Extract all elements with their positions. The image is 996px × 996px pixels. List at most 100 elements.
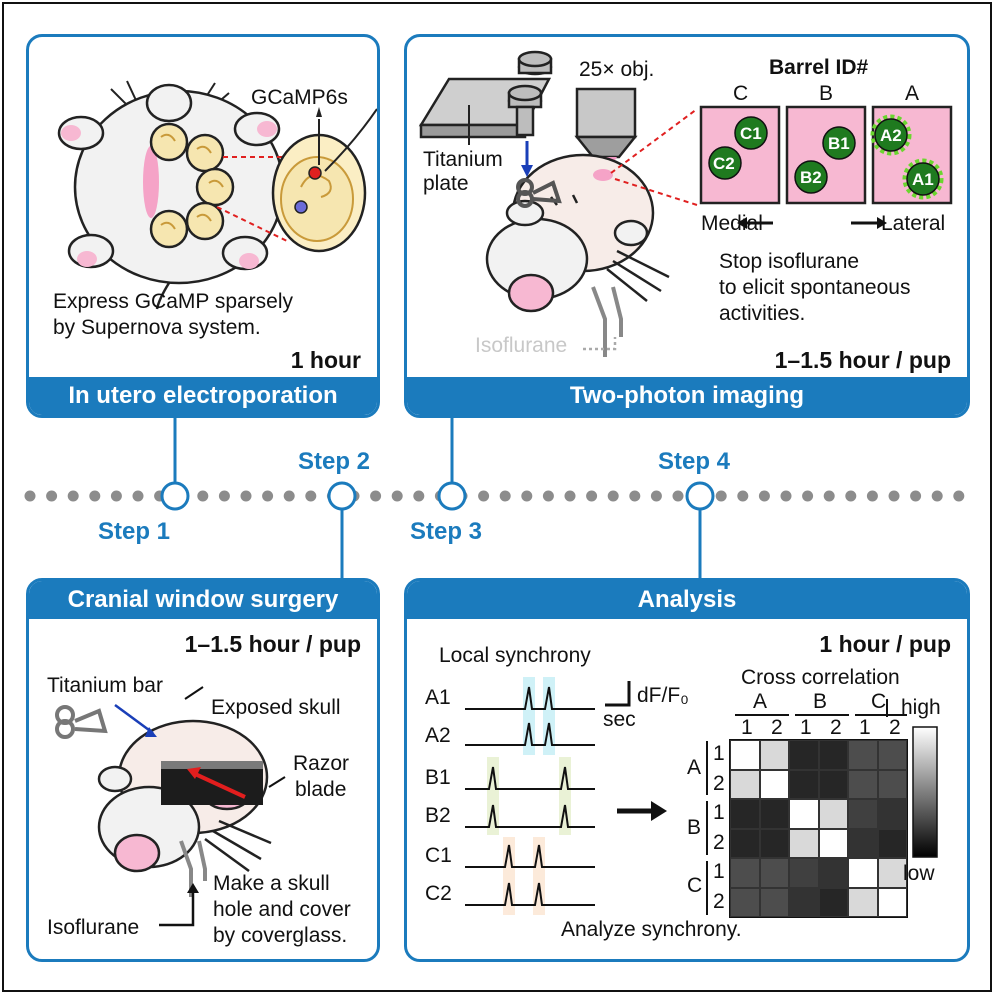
step-3-label: Step 3: [410, 518, 483, 545]
plate-label-2: plate: [423, 172, 469, 195]
heatmap-cell: [818, 740, 848, 770]
imaging-illustration: [418, 50, 953, 357]
hm-col-c2: 2: [889, 716, 901, 739]
caption-line-2: by Supernova system.: [53, 316, 261, 339]
cell-a2: A2: [880, 126, 902, 145]
plate-label-1: Titanium: [423, 148, 503, 171]
step-1-label: Step 1: [98, 518, 171, 545]
panel-title: Cranial window surgery: [29, 581, 377, 619]
note-line-3: activities.: [719, 302, 806, 325]
local-synchrony-label: Local synchrony: [439, 644, 591, 667]
hm-row-group-b: B: [687, 816, 702, 839]
razor-label-1: Razor: [293, 752, 350, 775]
panel-title: Two-photon imaging: [407, 377, 967, 415]
heatmap-cell: [789, 887, 819, 917]
colorbar-low: low: [903, 862, 935, 885]
medial-label: Medial: [701, 212, 763, 235]
isoflurane-label: Isoflurane: [47, 916, 140, 939]
heatmap-cell: [759, 799, 789, 829]
cell-a1: A1: [912, 170, 934, 189]
barrel-col-b: B: [819, 82, 834, 105]
hm-group-b: B: [813, 690, 828, 713]
heatmap-cell: [730, 887, 760, 917]
note-line-2: hole and cover: [213, 898, 351, 921]
heatmap-cell: [848, 887, 878, 917]
hm-group-c: C: [871, 690, 887, 713]
label-gcamp: GCaMP6s: [251, 86, 348, 109]
pup-illustration: [57, 80, 377, 310]
note-line-3: by coverglass.: [213, 924, 348, 947]
duration: 1–1.5 hour / pup: [184, 631, 361, 657]
hm-col-b1: 1: [800, 716, 812, 739]
cross-correlation-heatmap: [729, 739, 908, 918]
panel-analysis: Analysis 1 hour / pup Local synchr: [404, 578, 970, 962]
heatmap-cell: [848, 858, 878, 888]
traces-illustration: [465, 677, 938, 915]
colorbar-high: high: [901, 696, 941, 719]
exposed-skull-label: Exposed skull: [211, 696, 341, 719]
step-2-label: Step 2: [298, 448, 371, 475]
hm-row-a2: 2: [713, 772, 725, 795]
heatmap-cell: [759, 828, 789, 858]
heatmap-cell: [848, 828, 878, 858]
trace-a2: A2: [425, 724, 451, 747]
heatmap-cell: [877, 858, 907, 888]
hm-col-a1: 1: [741, 716, 753, 739]
cross-correlation-label: Cross correlation: [741, 666, 900, 689]
panel-title: In utero electroporation: [29, 377, 377, 415]
heatmap-cell: [818, 769, 848, 799]
panel-title: Analysis: [407, 581, 967, 619]
scale-y-label: dF/F₀: [637, 684, 689, 707]
heatmap-cell: [818, 799, 848, 829]
heatmap-cell: [877, 828, 907, 858]
note-line-2: to elicit spontaneous: [719, 276, 911, 299]
note-line-1: Stop isoflurane: [719, 250, 860, 273]
isoflurane-label: Isoflurane: [475, 334, 568, 357]
heatmap-cell: [848, 799, 878, 829]
duration: 1 hour / pup: [819, 631, 951, 657]
duration: 1 hour: [290, 347, 361, 373]
hm-row-c1: 1: [713, 860, 725, 883]
panel-cranial-window: Cranial window surgery 1–1.5 hour / pup …: [26, 578, 380, 962]
cell-c2: C2: [713, 154, 735, 173]
heatmap-cell: [818, 858, 848, 888]
heatmap-cell: [789, 799, 819, 829]
hm-row-a1: 1: [713, 742, 725, 765]
hm-col-a2: 2: [771, 716, 783, 739]
hm-row-group-a: A: [687, 756, 702, 779]
panel-two-photon: 25× obj. Titanium plate Barrel ID# C B A…: [404, 34, 970, 418]
heatmap-cell: [818, 828, 848, 858]
caption-line-1: Express GCaMP sparsely: [53, 290, 294, 313]
heatmap-cell: [730, 828, 760, 858]
heatmap-cell: [789, 858, 819, 888]
heatmap-cell: [759, 740, 789, 770]
heatmap-cell: [730, 769, 760, 799]
heatmap-cell: [789, 769, 819, 799]
hm-group-a: A: [753, 690, 768, 713]
heatmap-cell: [730, 799, 760, 829]
objective-label: 25× obj.: [579, 58, 655, 81]
trace-c2: C2: [425, 882, 452, 905]
hm-row-group-c: C: [687, 874, 703, 897]
duration: 1–1.5 hour / pup: [774, 347, 951, 373]
heatmap-cell: [789, 740, 819, 770]
hm-row-b1: 1: [713, 801, 725, 824]
cell-b1: B1: [828, 134, 850, 153]
razor-label-2: blade: [295, 778, 347, 801]
heatmap-cell: [730, 740, 760, 770]
step-4-label: Step 4: [658, 448, 731, 475]
heatmap-cell: [730, 858, 760, 888]
cell-c1: C1: [740, 124, 762, 143]
surgery-illustration: [55, 686, 286, 927]
barrel-col-a: A: [905, 82, 920, 105]
heatmap-cell: [759, 769, 789, 799]
titanium-bar-label: Titanium bar: [47, 674, 163, 697]
heatmap-cell: [789, 828, 819, 858]
note-line-1: Make a skull: [213, 872, 330, 895]
hm-col-c1: 1: [859, 716, 871, 739]
heatmap-cell: [848, 769, 878, 799]
trace-a1: A1: [425, 686, 451, 709]
heatmap-cell: [877, 740, 907, 770]
heatmap-cell: [818, 887, 848, 917]
